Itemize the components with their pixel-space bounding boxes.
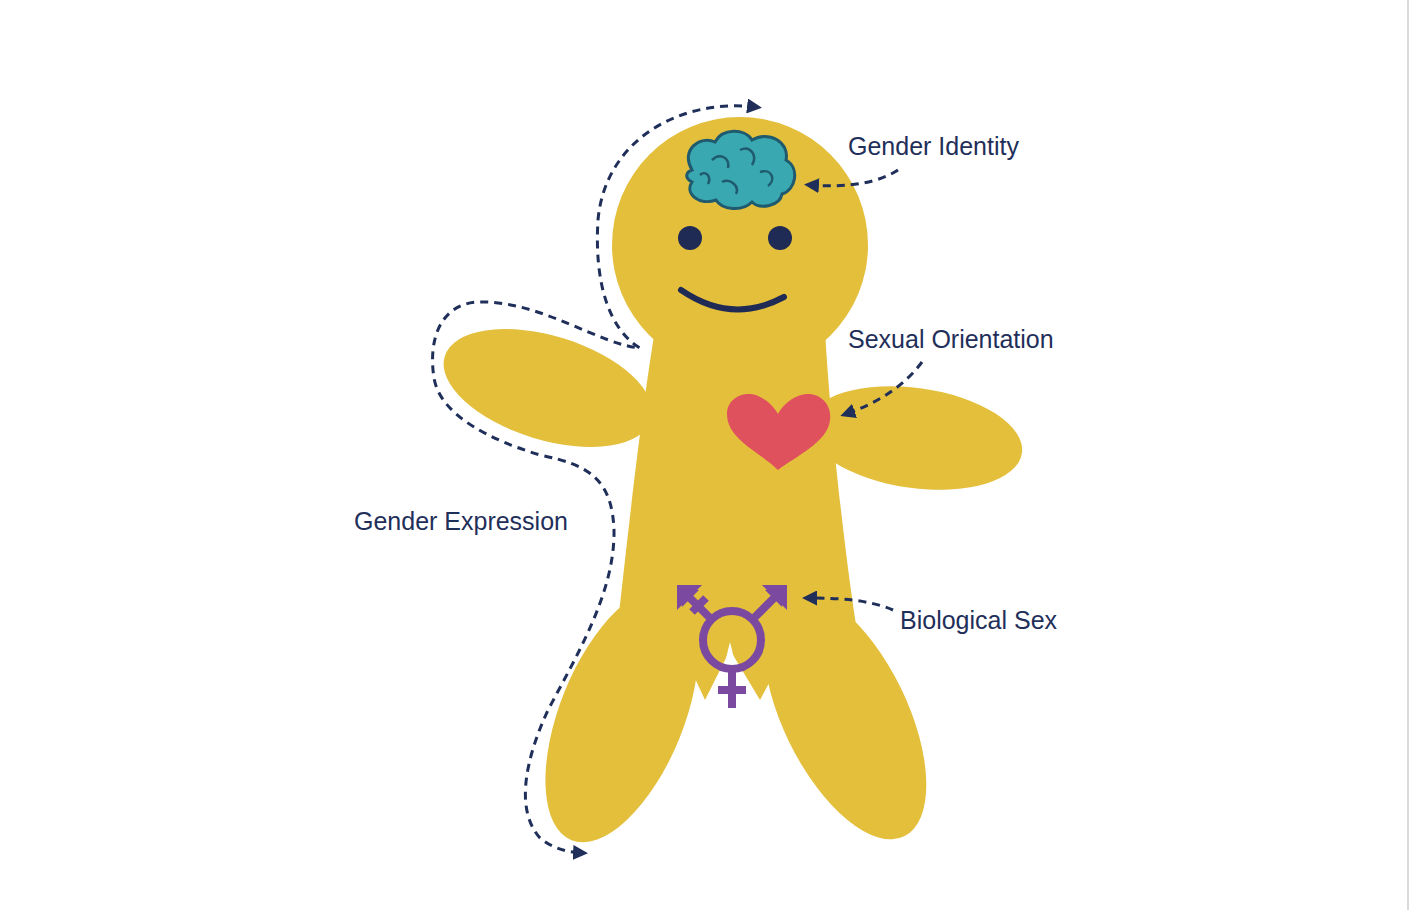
leader-lines (433, 106, 922, 853)
leg-gap (712, 642, 748, 715)
heart-icon (727, 394, 830, 470)
callout-label: Sexual Orientation (848, 324, 1054, 354)
eye (678, 226, 702, 250)
gingerbread-body (430, 117, 1029, 864)
callout-label: Gender Expression (354, 506, 568, 536)
symbol-arrowhead (762, 585, 787, 610)
page-edge (1407, 0, 1409, 910)
leader-line (846, 362, 922, 414)
leader-line (810, 170, 898, 186)
transgender-symbol (680, 588, 784, 708)
callout-label: Biological Sex (900, 605, 1057, 635)
leader-line (808, 598, 893, 610)
eye (768, 226, 792, 250)
callout-label: Gender Identity (848, 131, 1019, 161)
leader-line (433, 106, 756, 853)
brain-icon (687, 131, 795, 208)
smile (681, 290, 784, 309)
symbol-arrowhead (677, 585, 702, 610)
